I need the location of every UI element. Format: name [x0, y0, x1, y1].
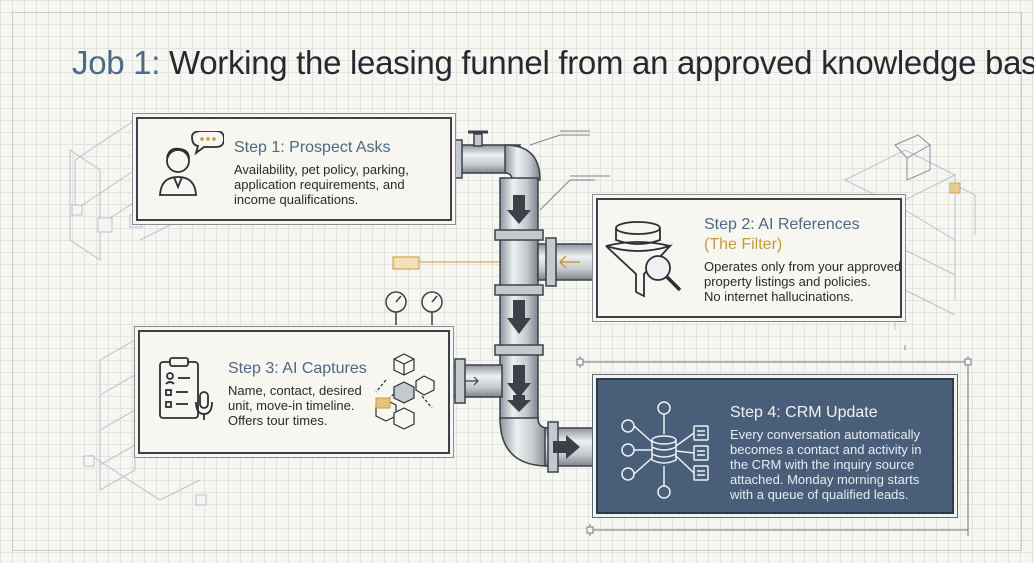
- step-2-body-line: property listings and policies.: [704, 274, 871, 289]
- step-4-body-line: with a queue of qualified leads.: [730, 487, 909, 502]
- dimension-lines: [576, 356, 972, 536]
- isometric-left-shelves: [83, 339, 207, 506]
- person-speech-bubble-icon: [159, 131, 224, 196]
- step-4-body-line: becomes a contact and activity in: [730, 442, 922, 457]
- isometric-left-frame: [69, 119, 181, 261]
- step-4-body: Every conversation automatically becomes…: [730, 427, 922, 502]
- step-3-body: Name, contact, desired unit, move-in tim…: [228, 383, 362, 428]
- step-2-body: Operates only from your approved propert…: [704, 259, 901, 304]
- title-text: Working the leasing funnel from an appro…: [160, 44, 1034, 81]
- step-4-card: Step 4: CRM Update Every conversation au…: [596, 378, 954, 514]
- step-1-body-line: Availability, pet policy, parking,: [234, 162, 409, 177]
- step-1-title: Step 1: Prospect Asks: [234, 139, 391, 156]
- title-accent: Job 1:: [72, 44, 161, 81]
- step-4-body-line: attached. Monday morning starts: [730, 472, 920, 487]
- step-2-subtitle: (The Filter): [704, 236, 783, 253]
- step-2-body-line: No internet hallucinations.: [704, 289, 854, 304]
- step-1-body: Availability, pet policy, parking, appli…: [234, 162, 409, 207]
- funnel-magnifier-icon: [605, 221, 682, 298]
- database-network-icon: [621, 401, 709, 499]
- step-3-title: Step 3: AI Captures: [228, 360, 367, 377]
- pressure-gauge-icons: [385, 291, 443, 325]
- step-2-title: Step 2: AI References: [704, 216, 860, 233]
- step-3-card: Step 3: AI Captures Name, contact, desir…: [138, 330, 450, 454]
- leader-lines: [529, 130, 906, 350]
- step-1-body-line: application requirements, and: [234, 177, 405, 192]
- step-3-body-line: Name, contact, desired: [228, 383, 362, 398]
- drawing-frame: [12, 12, 1022, 551]
- flow-arrows: [507, 195, 580, 459]
- step-1-body-line: income qualifications.: [234, 192, 359, 207]
- clipboard-microphone-icon: [159, 357, 213, 420]
- page-title: Job 1: Working the leasing funnel from a…: [72, 44, 1034, 82]
- step-4-body-line: the CRM with the inquiry source: [730, 457, 915, 472]
- network-cubes-icon: [375, 353, 435, 430]
- step-2-body-line: Operates only from your approved: [704, 259, 902, 274]
- step-1-card: Step 1: Prospect Asks Availability, pet …: [136, 117, 452, 221]
- step-4-title: Step 4: CRM Update: [730, 404, 878, 421]
- step-2-card: Step 2: AI References (The Filter) Opera…: [596, 198, 902, 318]
- step-3-body-line: unit, move-in timeline.: [228, 398, 355, 413]
- step-3-body-line: Offers tour times.: [228, 413, 328, 428]
- step-4-body-line: Every conversation automatically: [730, 427, 921, 442]
